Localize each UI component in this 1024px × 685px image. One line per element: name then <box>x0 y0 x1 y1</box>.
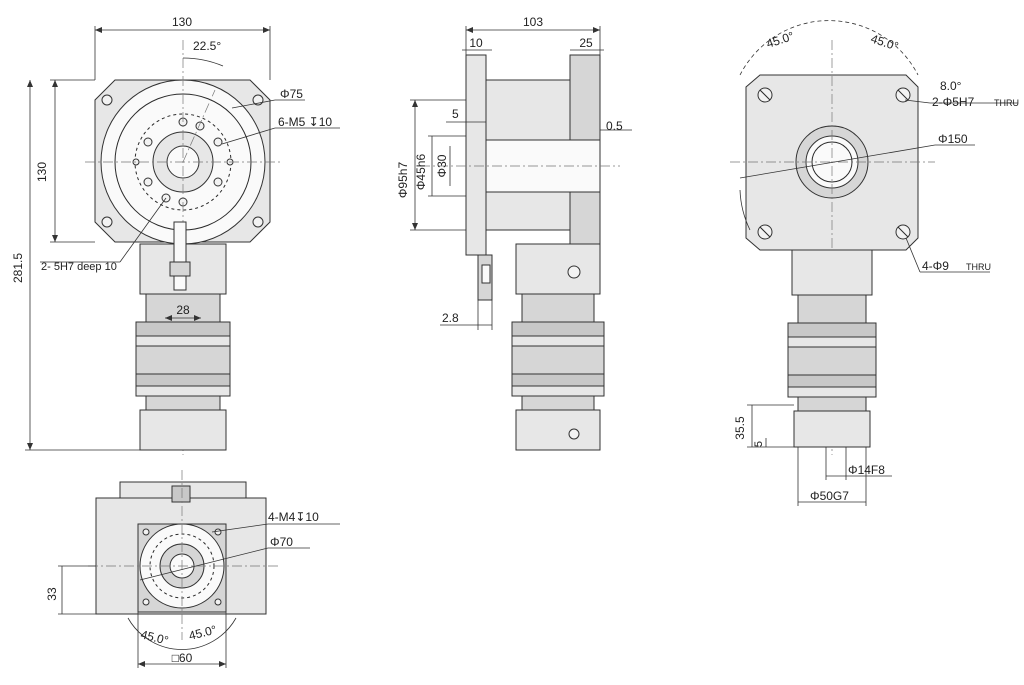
bottom-view: 4-M4↧10 Φ70 33 45.0° 45.0° □60 <box>45 470 340 668</box>
back-angle-small: 8.0° <box>940 79 962 93</box>
bottom-height-dim: 33 <box>45 587 59 601</box>
bottom-angle-left: 45.0° <box>139 627 170 647</box>
bottom-tapped-holes-label: 4-M4↧10 <box>268 510 319 524</box>
bottom-square-dim: □60 <box>172 651 193 665</box>
bottom-angle-right: 45.0° <box>187 622 218 642</box>
side-bracket-dim: 2.8 <box>442 311 459 325</box>
back-pin-holes-suffix: THRU <box>994 98 1019 108</box>
front-width-dim: 130 <box>172 15 192 29</box>
back-mount-holes-label: 4-Φ9 <box>922 259 949 273</box>
front-tapped-holes-label: 6-M5 ↧10 <box>278 115 332 129</box>
side-gap-dim: 0.5 <box>606 119 623 133</box>
side-length-dim: 103 <box>523 15 543 29</box>
back-spigot-dia: Φ50G7 <box>810 489 849 503</box>
back-view: 45.0° 45.0° 8.0° 2-Φ5H7 THRU Φ150 4-Φ9 T… <box>730 20 1019 506</box>
side-hub-dia: Φ45h6 <box>414 154 428 191</box>
side-shaft-dia: Φ30 <box>435 154 449 177</box>
side-pilot-dia: Φ95h7 <box>396 162 410 199</box>
back-mount-holes-suffix: THRU <box>966 262 991 272</box>
back-pin-holes-label: 2-Φ5H7 <box>932 95 975 109</box>
back-angle-left: 45.0° <box>765 29 796 51</box>
front-height-dim: 130 <box>35 162 49 182</box>
bottom-pcd-label: Φ70 <box>270 535 293 549</box>
back-input-dia: Φ14F8 <box>848 463 885 477</box>
side-hub-dim: 25 <box>579 36 593 50</box>
back-shaft-step-dim: 5 <box>753 441 765 447</box>
front-pin-holes-label: 2- 5H7 deep 10 <box>41 261 117 273</box>
side-view: 103 10 25 5 0.5 Φ95h7 Φ45h6 Φ30 2.8 <box>396 15 632 451</box>
side-flange-dim: 10 <box>469 36 483 50</box>
back-pcd-label: Φ150 <box>938 132 968 146</box>
front-angle-label: 22.5° <box>193 39 221 53</box>
front-bore-label: Φ75 <box>280 87 303 101</box>
side-offset-dim: 5 <box>452 107 459 121</box>
back-angle-right: 45.0° <box>869 32 900 54</box>
front-key-width-dim: 28 <box>176 303 190 317</box>
front-total-height-dim: 281.5 <box>11 253 25 283</box>
front-view: 130 130 281.5 22.5° Φ75 6-M5 ↧10 2- 5H7 … <box>11 15 340 455</box>
back-shaft-length-dim: 35.5 <box>733 416 747 440</box>
